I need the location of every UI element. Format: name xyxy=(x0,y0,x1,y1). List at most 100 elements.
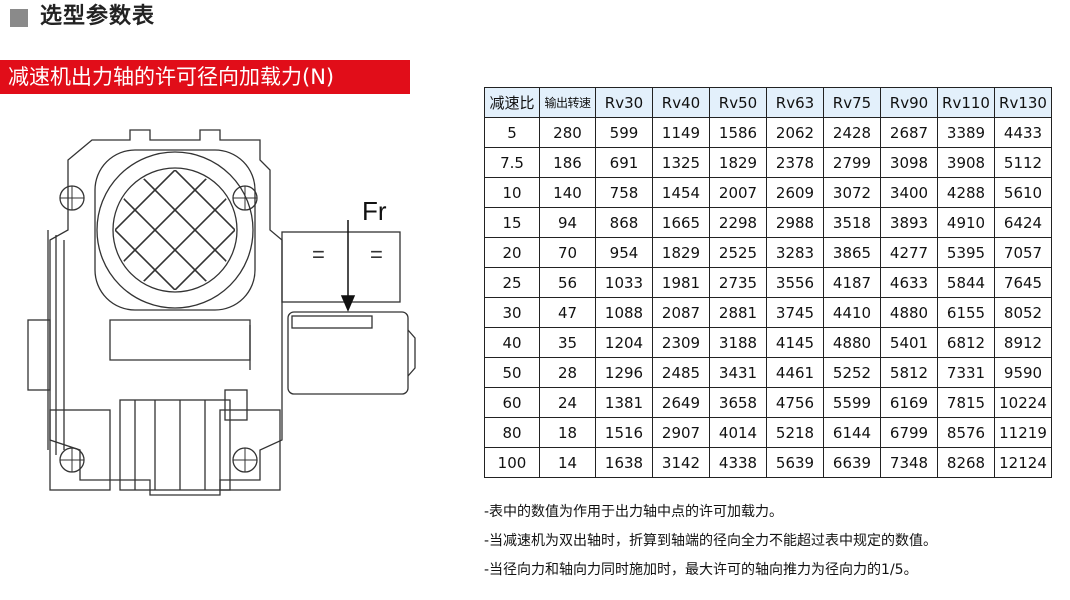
header-rv40: Rv40 xyxy=(652,87,710,118)
table-cell: 47 xyxy=(539,297,596,328)
table-cell: 4145 xyxy=(766,327,824,358)
table-cell: 70 xyxy=(539,237,596,268)
table-cell: 4461 xyxy=(766,357,824,388)
table-cell: 6639 xyxy=(823,447,881,478)
table-cell: 186 xyxy=(539,147,596,178)
table-cell: 50 xyxy=(484,357,540,388)
table-cell: 691 xyxy=(595,147,653,178)
table-cell: 4187 xyxy=(823,267,881,298)
table-cell: 2907 xyxy=(652,417,710,448)
table-cell: 1325 xyxy=(652,147,710,178)
table-cell: 758 xyxy=(595,177,653,208)
header-rv63: Rv63 xyxy=(766,87,824,118)
table-cell: 80 xyxy=(484,417,540,448)
table-cell: 8576 xyxy=(937,417,995,448)
force-label: Fr xyxy=(362,196,387,226)
table-cell: 20 xyxy=(484,237,540,268)
table-cell: 1665 xyxy=(652,207,710,238)
load-table-wrapper: 减速比 输出转速 Rv30 Rv40 Rv50 Rv63 Rv75 Rv90 R… xyxy=(484,87,1052,478)
table-cell: 5844 xyxy=(937,267,995,298)
table-cell: 1149 xyxy=(652,117,710,148)
table-cell: 2309 xyxy=(652,327,710,358)
table-cell: 4910 xyxy=(937,207,995,238)
table-cell: 9590 xyxy=(994,357,1052,388)
table-cell: 4277 xyxy=(880,237,938,268)
table-cell: 2988 xyxy=(766,207,824,238)
table-cell: 3658 xyxy=(709,387,767,418)
table-cell: 5610 xyxy=(994,177,1052,208)
table-cell: 28 xyxy=(539,357,596,388)
header-rv130: Rv130 xyxy=(994,87,1052,118)
table-cell: 1033 xyxy=(595,267,653,298)
table-cell: 100 xyxy=(484,447,540,478)
table-cell: 5639 xyxy=(766,447,824,478)
header-output-speed: 输出转速 xyxy=(539,87,596,118)
table-cell: 35 xyxy=(539,327,596,358)
table-cell: 4433 xyxy=(994,117,1052,148)
table-cell: 3893 xyxy=(880,207,938,238)
table-cell: 94 xyxy=(539,207,596,238)
header-rv110: Rv110 xyxy=(937,87,995,118)
table-cell: 1829 xyxy=(709,147,767,178)
table-cell: 5599 xyxy=(823,387,881,418)
note-2: -当减速机为双出轴时，折算到轴端的径向全力不能超过表中规定的数值。 xyxy=(484,533,938,549)
table-cell: 868 xyxy=(595,207,653,238)
table-cell: 7331 xyxy=(937,357,995,388)
equal-mark-right: = xyxy=(370,242,383,267)
table-cell: 60 xyxy=(484,387,540,418)
table-cell: 2609 xyxy=(766,177,824,208)
section-banner: 减速机出力轴的许可径向加载力(N) xyxy=(0,60,410,94)
table-cell: 2799 xyxy=(823,147,881,178)
table-cell: 4880 xyxy=(880,297,938,328)
table-cell: 954 xyxy=(595,237,653,268)
load-table: 减速比 输出转速 Rv30 Rv40 Rv50 Rv63 Rv75 Rv90 R… xyxy=(484,87,1052,478)
header-square-icon xyxy=(10,9,28,27)
table-cell: 4338 xyxy=(709,447,767,478)
table-cell: 2298 xyxy=(709,207,767,238)
table-cell: 8268 xyxy=(937,447,995,478)
table-cell: 24 xyxy=(539,387,596,418)
table-cell: 2881 xyxy=(709,297,767,328)
table-cell: 56 xyxy=(539,267,596,298)
table-cell: 2687 xyxy=(880,117,938,148)
table-cell: 1516 xyxy=(595,417,653,448)
table-cell: 7348 xyxy=(880,447,938,478)
table-cell: 11219 xyxy=(994,417,1052,448)
table-cell: 140 xyxy=(539,177,596,208)
table-cell: 599 xyxy=(595,117,653,148)
table-cell: 40 xyxy=(484,327,540,358)
table-cell: 8912 xyxy=(994,327,1052,358)
header-rv90: Rv90 xyxy=(880,87,938,118)
table-cell: 5401 xyxy=(880,327,938,358)
table-cell: 3188 xyxy=(709,327,767,358)
table-cell: 2428 xyxy=(823,117,881,148)
table-cell: 2087 xyxy=(652,297,710,328)
table-cell: 6155 xyxy=(937,297,995,328)
page-title: 选型参数表 xyxy=(40,4,156,29)
header-rv75: Rv75 xyxy=(823,87,881,118)
table-cell: 4014 xyxy=(709,417,767,448)
section-title: 减速机出力轴的许可径向加载力(N) xyxy=(8,65,335,89)
table-cell: 7.5 xyxy=(484,147,540,178)
table-cell: 5252 xyxy=(823,357,881,388)
table-cell: 15 xyxy=(484,207,540,238)
table-cell: 6799 xyxy=(880,417,938,448)
table-cell: 14 xyxy=(539,447,596,478)
table-cell: 4880 xyxy=(823,327,881,358)
table-cell: 5395 xyxy=(937,237,995,268)
table-cell: 5218 xyxy=(766,417,824,448)
table-cell: 3745 xyxy=(766,297,824,328)
table-cell: 7057 xyxy=(994,237,1052,268)
header-rv50: Rv50 xyxy=(709,87,767,118)
table-cell: 18 xyxy=(539,417,596,448)
table-cell: 2062 xyxy=(766,117,824,148)
table-cell: 6424 xyxy=(994,207,1052,238)
